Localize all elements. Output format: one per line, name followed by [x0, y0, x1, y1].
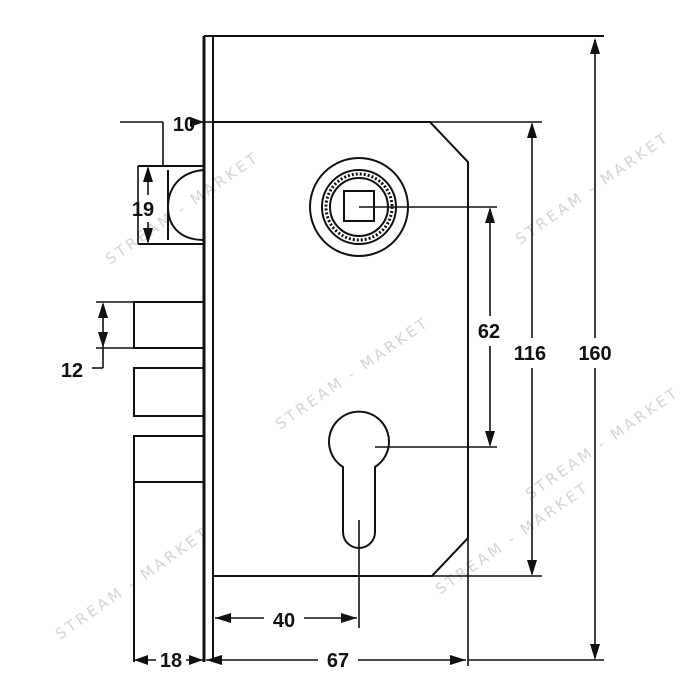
dimension-label-10: 10: [173, 114, 195, 136]
dimension-label-160: 160: [578, 343, 611, 365]
watermark-text: STREAM - MARKET: [522, 383, 683, 503]
dimension-label-18: 18: [160, 650, 182, 672]
dimension-label-67: 67: [327, 650, 349, 672]
latch-bolt: [138, 165, 205, 245]
dimension-cylinder-spindle: 62: [359, 206, 510, 448]
dimension-backset: 40: [215, 520, 360, 632]
dimension-top-offset: 10: [120, 114, 213, 166]
dimension-label-19: 19: [132, 199, 154, 221]
dimension-plate-width: 67: [206, 538, 469, 674]
dead-bolts: [133, 301, 205, 662]
dimension-label-62: 62: [478, 321, 500, 343]
watermark-text: STREAM - MARKET: [52, 523, 213, 643]
dimension-plate-height: 116: [430, 121, 556, 577]
dimension-faceplate-offset: 18: [134, 650, 203, 672]
lock-case: [213, 121, 469, 577]
cylinder-hole: [328, 410, 390, 549]
dimension-total-height: 160: [468, 38, 617, 661]
watermark-text: STREAM - MARKET: [432, 478, 593, 598]
dimension-bolt-height: 12: [61, 301, 134, 382]
watermark-text: STREAM - MARKET: [272, 313, 433, 433]
watermark-text: STREAM - MARKET: [512, 128, 673, 248]
dimension-latch-height: 19: [132, 166, 154, 244]
dimension-label-40: 40: [273, 610, 295, 632]
dimension-label-116: 116: [514, 343, 546, 365]
dimension-label-12: 12: [61, 360, 83, 382]
